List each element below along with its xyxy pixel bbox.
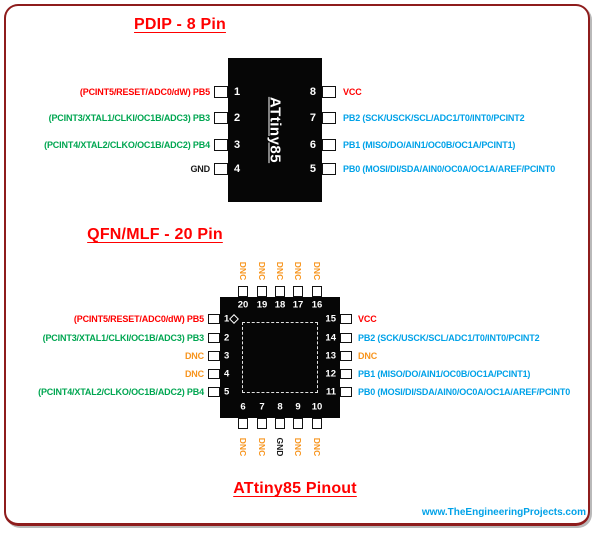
qfn-bottom-pin-label-9: DNC xyxy=(293,437,303,457)
qfn-bottom-pin-num-6: 6 xyxy=(240,401,246,413)
qfn-bottom-pin-box-10 xyxy=(312,418,322,429)
pdip-right-pin-box-8 xyxy=(322,86,336,98)
qfn-top-pin-num-17: 17 xyxy=(292,299,304,311)
qfn-right-pin-box-13 xyxy=(340,351,352,361)
qfn-bottom-pin-label-8: GND xyxy=(275,437,285,457)
pdip-left-pin-label-2: (PCINT3/XTAL1/CLKI/OC1B/ADC3) PB3 xyxy=(48,112,211,123)
qfn-right-pin-box-11 xyxy=(340,387,352,397)
qfn-bottom-pin-label-7: DNC xyxy=(257,437,267,457)
pdip-left-pin-label-3: (PCINT4/XTAL2/CLKO/OC1B/ADC2) PB4 xyxy=(44,139,210,150)
qfn-left-pin-label-3: DNC xyxy=(184,350,204,361)
pdip-left-pin-num-4: 4 xyxy=(234,162,241,175)
qfn-top-pin-box-18 xyxy=(275,286,285,297)
qfn-left-pin-box-2 xyxy=(208,333,220,343)
footer-title: ATtiny85 Pinout xyxy=(233,480,357,497)
pdip-chip-label: ATtiny85 xyxy=(266,96,284,164)
qfn-right-pin-label-13: DNC xyxy=(358,350,378,361)
qfn-chip-body xyxy=(220,297,340,418)
qfn-left-pin-num-4: 4 xyxy=(224,368,230,380)
qfn-right-pin-box-12 xyxy=(340,369,352,379)
pdip-left-pin-box-4 xyxy=(214,163,228,175)
pdip-left-pin-label-4: GND xyxy=(190,163,210,174)
pdip-right-pin-label-6: PB1 (MISO/DO/AIN1/OC0B/OC1A/PCINT1) xyxy=(343,139,516,150)
qfn-top-pin-label-17: DNC xyxy=(293,261,303,281)
pdip-right-pin-label-7: PB2 (SCK/USCK/SCL/ADC1/T0/INT0/PCINT2 xyxy=(343,112,525,123)
qfn-left-pin-num-3: 3 xyxy=(224,350,230,362)
qfn-bottom-pin-num-10: 10 xyxy=(311,401,323,413)
qfn-top-pin-box-17 xyxy=(293,286,303,297)
qfn-right-pin-num-15: 15 xyxy=(325,313,336,325)
qfn-left-pin-label-2: (PCINT3/XTAL1/CLKI/OC1B/ADC3) PB3 xyxy=(42,332,205,343)
pdip-left-pin-num-2: 2 xyxy=(234,111,241,124)
qfn-top-pin-num-19: 19 xyxy=(256,299,268,311)
qfn-left-pin-label-4: DNC xyxy=(184,368,204,379)
pdip-left-pin-box-3 xyxy=(214,139,228,151)
qfn-bottom-pin-box-7 xyxy=(257,418,267,429)
qfn-right-pin-label-14: PB2 (SCK/USCK/SCL/ADC1/T0/INT0/PCINT2 xyxy=(358,332,540,343)
qfn-left-pin-box-4 xyxy=(208,369,220,379)
pdip-chip-body xyxy=(228,58,322,202)
qfn-top-pin-label-16: DNC xyxy=(312,261,322,281)
qfn-left-pin-label-1: (PCINT5/RESET/ADC0/dW) PB5 xyxy=(73,313,204,324)
qfn-left-pin-box-1 xyxy=(208,314,220,324)
qfn-bottom-pin-num-7: 7 xyxy=(259,401,265,413)
pdip-right-pin-num-5: 5 xyxy=(309,162,316,175)
pdip-right-pin-label-8: VCC xyxy=(343,86,362,97)
qfn-top-pin-label-20: DNC xyxy=(238,261,248,281)
qfn-left-pin-box-5 xyxy=(208,387,220,397)
qfn-bottom-pin-label-10: DNC xyxy=(312,437,322,457)
watermark-link: www.TheEngineeringProjects.com xyxy=(421,507,586,518)
pdip-right-pin-box-7 xyxy=(322,112,336,124)
pdip-right-pin-label-5: PB0 (MOSI/DI/SDA/AIN0/OC0A/OC1A/AREF/PCI… xyxy=(343,163,556,174)
pdip-left-pin-box-2 xyxy=(214,112,228,124)
qfn-right-pin-num-12: 12 xyxy=(325,368,336,380)
qfn-left-pin-num-2: 2 xyxy=(224,332,230,344)
pdip-right-pin-num-7: 7 xyxy=(309,111,316,124)
qfn-top-pin-num-18: 18 xyxy=(274,299,286,311)
qfn-top-pin-box-16 xyxy=(312,286,322,297)
qfn-right-pin-label-12: PB1 (MISO/DO/AIN1/OC0B/OC1A/PCINT1) xyxy=(358,368,531,379)
qfn-top-pin-label-18: DNC xyxy=(275,261,285,281)
qfn-left-pin-num-1: 1 xyxy=(224,313,230,325)
qfn-bottom-pin-box-9 xyxy=(293,418,303,429)
pdip-right-pin-num-8: 8 xyxy=(309,85,316,98)
qfn-right-pin-box-15 xyxy=(340,314,352,324)
qfn-left-pin-box-3 xyxy=(208,351,220,361)
qfn-top-pin-label-19: DNC xyxy=(257,261,267,281)
qfn-top-pin-num-20: 20 xyxy=(237,299,249,311)
qfn-right-pin-num-13: 13 xyxy=(325,350,336,362)
qfn-right-pin-label-11: PB0 (MOSI/DI/SDA/AIN0/OC0A/OC1A/AREF/PCI… xyxy=(358,386,571,397)
qfn-right-pin-num-14: 14 xyxy=(325,332,336,344)
pdip-left-pin-num-3: 3 xyxy=(234,138,241,151)
pdip-left-pin-num-1: 1 xyxy=(234,85,241,98)
qfn-bottom-pin-num-9: 9 xyxy=(295,401,301,413)
qfn-bottom-pin-label-6: DNC xyxy=(238,437,248,457)
qfn-top-pin-box-20 xyxy=(238,286,248,297)
qfn-bottom-pin-box-6 xyxy=(238,418,248,429)
pdip-left-pin-box-1 xyxy=(214,86,228,98)
pdip-right-pin-box-6 xyxy=(322,139,336,151)
qfn-left-pin-label-5: (PCINT4/XTAL2/CLKO/OC1B/ADC2) PB4 xyxy=(38,386,204,397)
qfn-left-pin-num-5: 5 xyxy=(224,386,230,398)
qfn-top-pin-num-16: 16 xyxy=(311,299,323,311)
qfn-section-title: QFN/MLF - 20 Pin xyxy=(87,226,223,243)
qfn-bottom-pin-num-8: 8 xyxy=(277,401,283,413)
qfn-bottom-pin-box-8 xyxy=(275,418,285,429)
qfn-right-pin-label-15: VCC xyxy=(358,313,377,324)
qfn-top-pin-box-19 xyxy=(257,286,267,297)
pdip-section-title: PDIP - 8 Pin xyxy=(134,16,226,33)
pdip-right-pin-box-5 xyxy=(322,163,336,175)
diagram-border-frame xyxy=(4,4,590,526)
qfn-right-pin-box-14 xyxy=(340,333,352,343)
pdip-right-pin-num-6: 6 xyxy=(309,138,316,151)
qfn-right-pin-num-11: 11 xyxy=(325,386,336,398)
qfn-thermal-pad-outline xyxy=(242,322,318,393)
pdip-left-pin-label-1: (PCINT5/RESET/ADC0/dW) PB5 xyxy=(79,86,210,97)
